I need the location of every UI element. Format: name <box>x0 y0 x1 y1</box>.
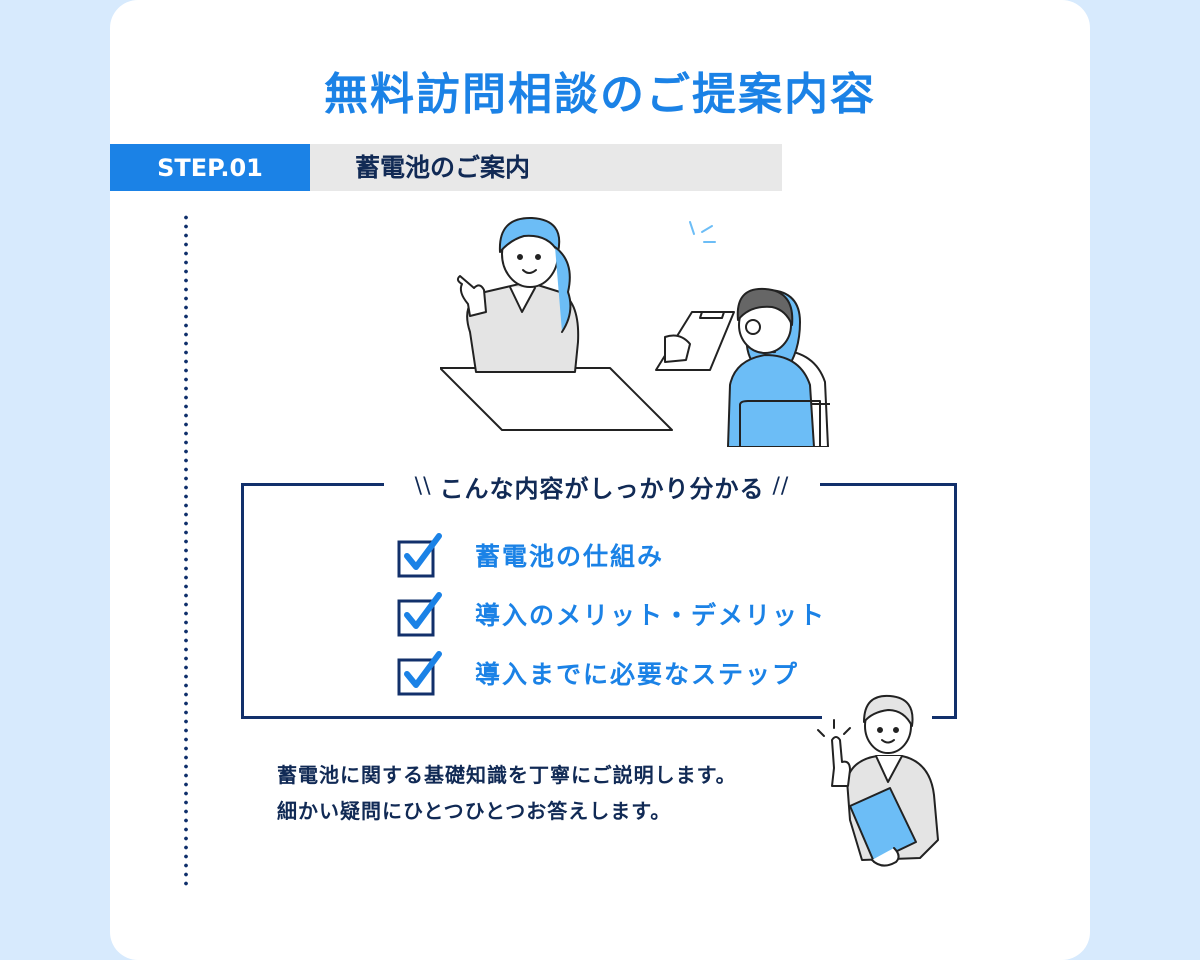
step-header: STEP.01 蓄電池のご案内 <box>110 144 782 191</box>
description: 蓄電池に関する基礎知識を丁寧にご説明します。 細かい疑問にひとつひとつお答えしま… <box>277 757 737 829</box>
list-item: 導入のメリット・デメリット <box>397 585 826 643</box>
list-item-text: 蓄電池の仕組み <box>475 542 665 571</box>
step-title: 蓄電池のご案内 <box>355 153 531 182</box>
highlights-heading-text: こんな内容がしっかり分かる <box>439 474 765 503</box>
highlights-list: 蓄電池の仕組み 導入のメリット・デメリット 導入までに必要なステップ <box>397 526 826 703</box>
content-card: 無料訪問相談のご提案内容 STEP.01 蓄電池のご案内 <box>110 0 1090 960</box>
advisor-illustration <box>817 694 939 867</box>
list-item: 導入までに必要なステップ <box>397 644 826 702</box>
description-line: 蓄電池に関する基礎知識を丁寧にご説明します。 <box>277 763 737 787</box>
page-title: 無料訪問相談のご提案内容 <box>324 69 876 120</box>
dotted-timeline <box>184 213 188 890</box>
check-icon <box>397 533 442 578</box>
male-client-illustration <box>727 287 821 447</box>
list-item: 蓄電池の仕組み <box>397 526 826 584</box>
description-line: 細かい疑問にひとつひとつお答えします。 <box>277 799 672 823</box>
list-item-text: 導入のメリット・デメリット <box>475 601 827 630</box>
check-icon <box>397 592 442 637</box>
highlights-box: \\ こんな内容がしっかり分かる // 蓄電池の仕組み 導入のメリット・デメリッ… <box>241 466 957 722</box>
highlights-heading: \\ こんな内容がしっかり分かる // <box>384 466 820 506</box>
heading-slash-right-icon: // <box>772 473 790 499</box>
heading-slash-left-icon: \\ <box>414 473 432 499</box>
list-item-text: 導入までに必要なステップ <box>475 660 800 689</box>
step-number: STEP.01 <box>110 144 310 191</box>
check-icon <box>397 651 442 696</box>
